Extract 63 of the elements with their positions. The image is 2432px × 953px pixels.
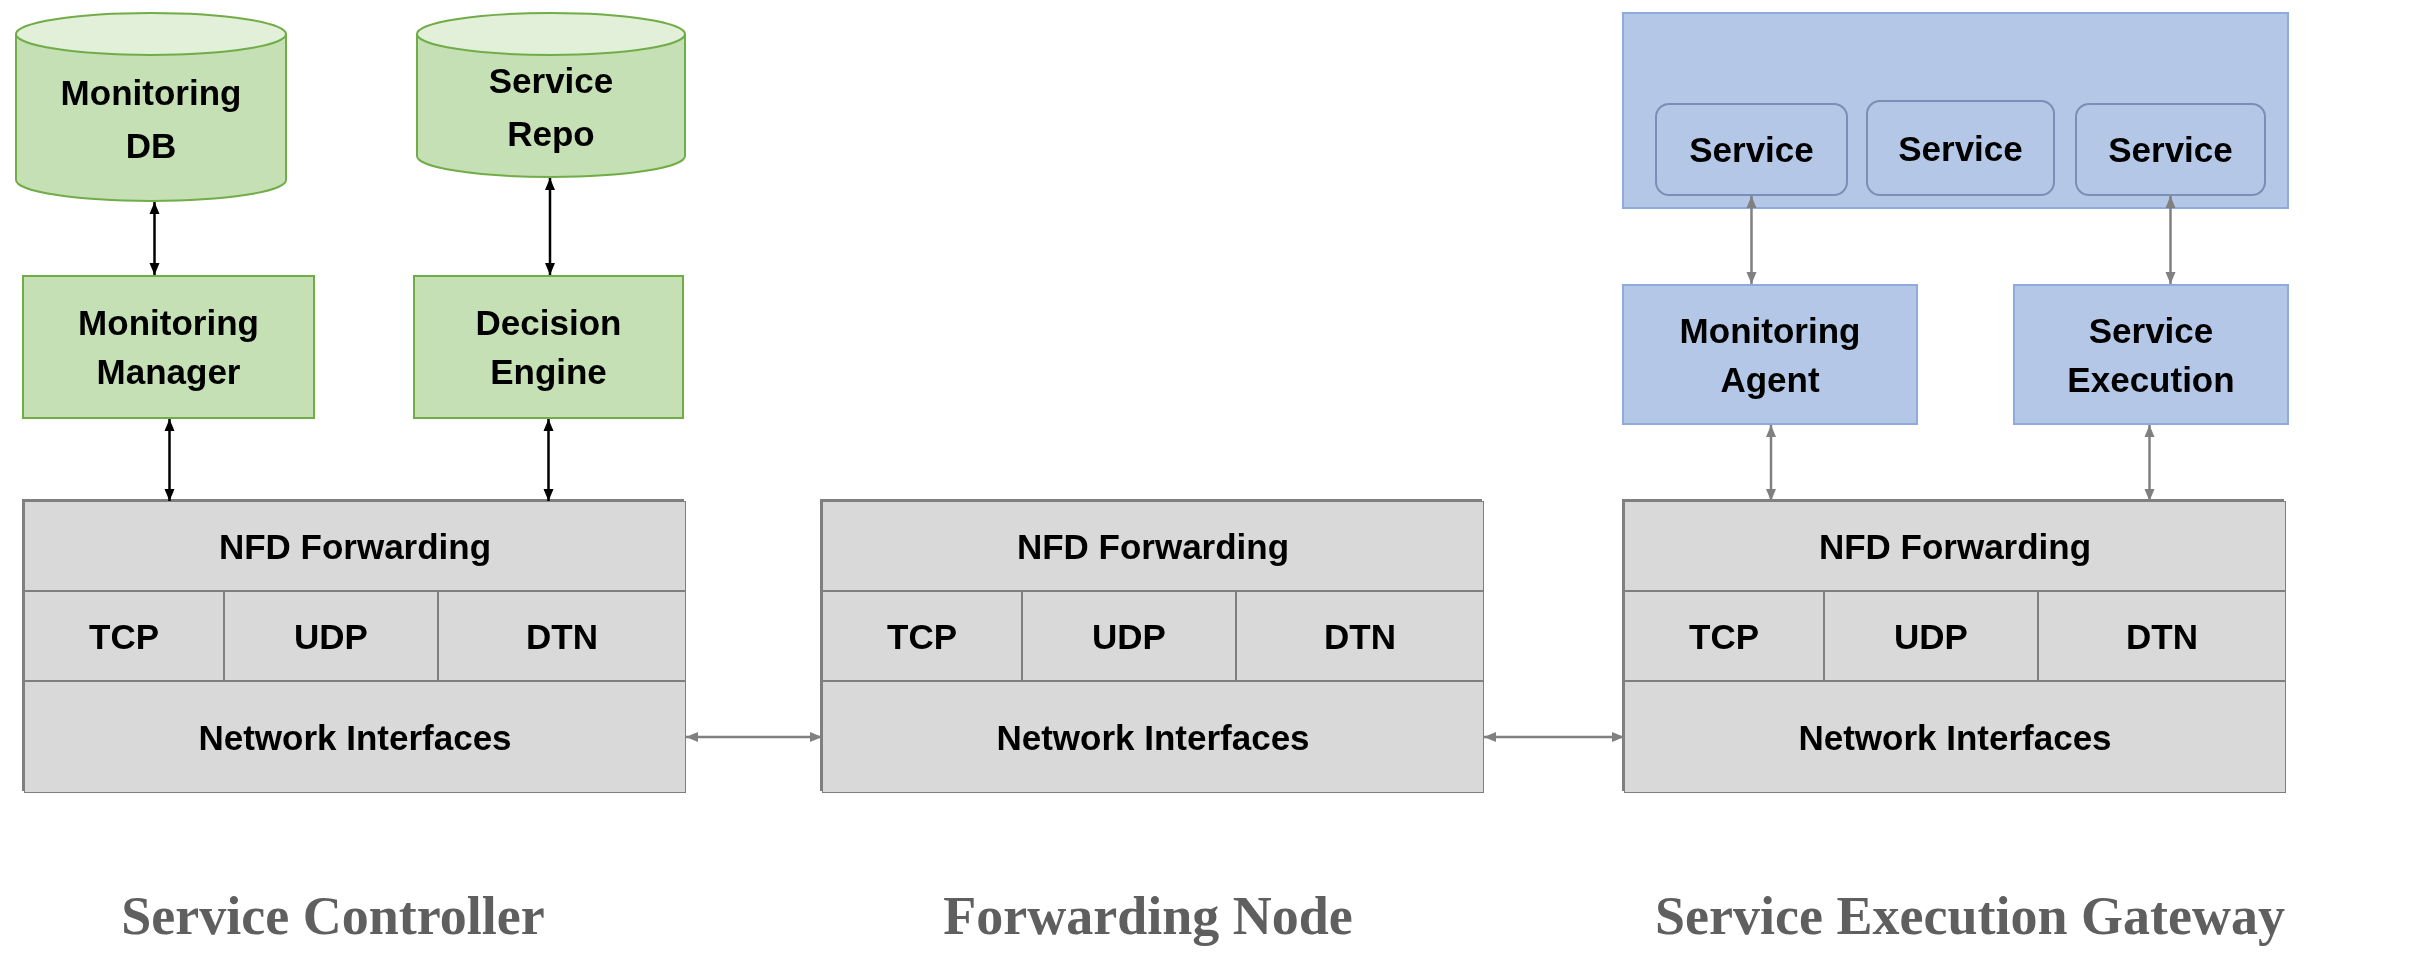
- connector-arrow: [2165, 196, 2176, 284]
- process-box: [24, 591, 224, 681]
- node-label: Network Interfaces: [198, 716, 512, 759]
- process-box: [438, 591, 686, 681]
- connector-arrow: [2144, 425, 2155, 501]
- node-label: Service: [1689, 129, 1814, 171]
- process-box: [224, 591, 438, 681]
- process-box: [24, 501, 686, 591]
- stack-panel: [820, 499, 1482, 791]
- node-label: TCP: [89, 615, 159, 658]
- node-label: NFD Forwarding: [1818, 525, 2092, 568]
- node-label: UDP: [294, 615, 368, 658]
- process-box: [2075, 103, 2266, 196]
- node-label: TCP: [887, 615, 957, 658]
- node-label: Service: [2108, 129, 2233, 171]
- connector-arrow: [543, 419, 554, 501]
- column-title: Service Execution Gateway: [1655, 885, 2285, 947]
- node-label: Monitoring Manager: [77, 302, 260, 393]
- node-label: Monitoring Agent: [1678, 309, 1862, 401]
- process-box: [822, 591, 1022, 681]
- connector-arrow: [1766, 425, 1776, 501]
- process-box: [1236, 591, 1484, 681]
- connector-arrow: [149, 202, 160, 275]
- node-label: DTN: [1324, 615, 1396, 658]
- node-label: UDP: [1894, 615, 1968, 658]
- process-box: [2013, 284, 2289, 425]
- stack-panel: [22, 499, 684, 791]
- node-label: Network Interfaces: [996, 716, 1310, 759]
- process-box: [822, 681, 1484, 793]
- process-box: [1866, 100, 2055, 196]
- process-box: [2038, 591, 2286, 681]
- node-label: Service Repo: [487, 60, 615, 155]
- connector-arrow: [164, 419, 175, 501]
- column-title: Forwarding Node: [943, 885, 1353, 947]
- node-label: NFD Forwarding: [218, 525, 492, 568]
- process-box: [413, 275, 684, 419]
- node-label: TCP: [1689, 615, 1759, 658]
- process-box: [1624, 681, 2286, 793]
- stack-panel: [1622, 499, 2284, 791]
- connector-arrow: [686, 732, 822, 742]
- process-box: [24, 681, 686, 793]
- connector-arrow: [1484, 732, 1624, 742]
- node-label: DTN: [2126, 615, 2198, 658]
- process-box: [822, 501, 1484, 591]
- container-panel: [1622, 12, 2289, 209]
- node-label: Monitoring DB: [59, 72, 243, 167]
- process-box: [1624, 501, 2286, 591]
- process-box: [1622, 284, 1918, 425]
- process-box: [1624, 591, 1824, 681]
- process-box: [1824, 591, 2038, 681]
- node-label: Service Execution: [2066, 309, 2236, 401]
- connector-arrow: [1746, 196, 1757, 284]
- process-box: [1655, 103, 1848, 196]
- node-label: Service: [1898, 127, 2023, 170]
- node-label: Decision Engine: [474, 302, 623, 393]
- node-label: Network Interfaces: [1798, 716, 2112, 759]
- process-box: [1022, 591, 1236, 681]
- connector-arrow: [545, 178, 555, 275]
- column-title: Service Controller: [121, 885, 545, 947]
- node-label: DTN: [526, 615, 598, 658]
- node-label: UDP: [1092, 615, 1166, 658]
- node-label: NFD Forwarding: [1016, 525, 1290, 568]
- process-box: [22, 275, 315, 419]
